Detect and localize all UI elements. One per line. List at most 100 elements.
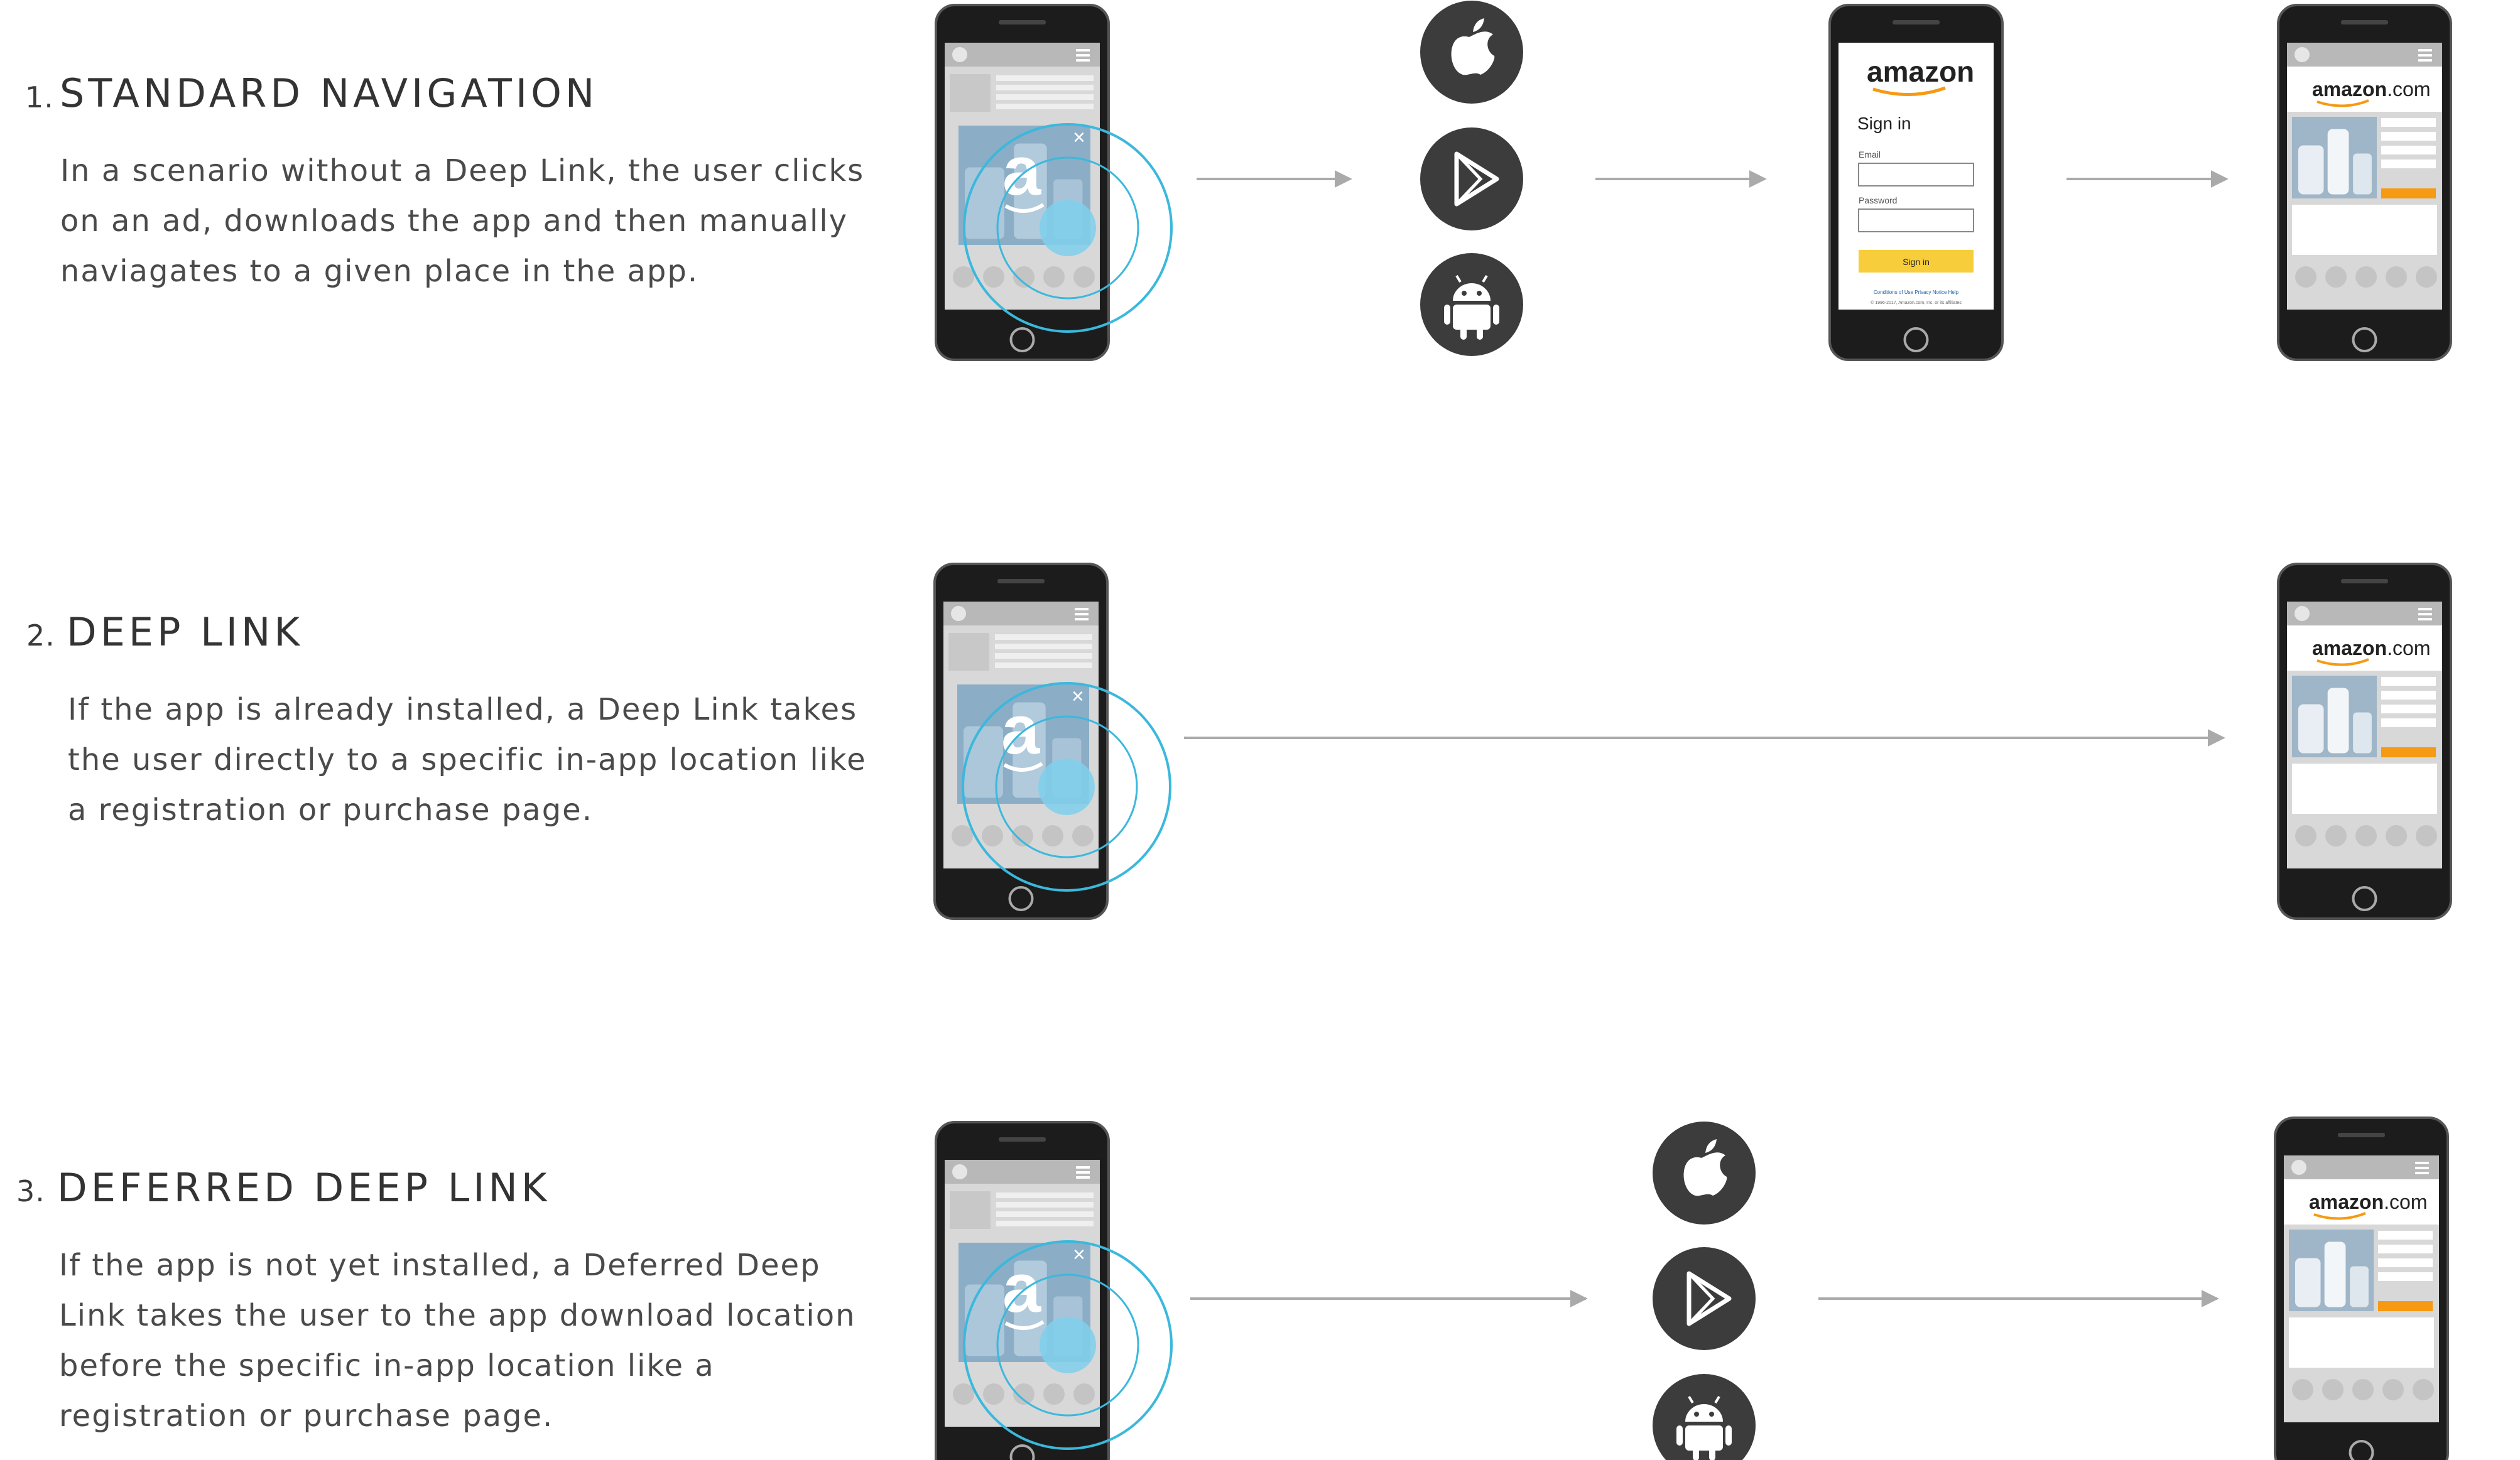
tap-ring-middle	[995, 715, 1138, 858]
nav-dot	[1013, 266, 1035, 288]
product-line	[2381, 705, 2436, 713]
product-line	[2381, 718, 2436, 727]
product-line	[2381, 118, 2436, 127]
phone-home-button	[2352, 886, 2377, 911]
product-bottle	[2327, 129, 2349, 195]
section-3-description: If the app is not yet installed, a Defer…	[59, 1248, 856, 1434]
text-line	[996, 75, 1094, 81]
nav-dot	[2416, 825, 2437, 846]
ad-phone: a×	[933, 563, 1171, 920]
nav-dot	[2413, 1379, 2434, 1400]
section-2-number: 2.	[26, 619, 55, 652]
menu-icon	[2415, 1167, 2429, 1169]
tap-ring-outer	[962, 682, 1171, 892]
nav-dot	[2355, 825, 2377, 846]
nav-dot	[2355, 266, 2377, 288]
section-1-title: STANDARD NAVIGATION	[60, 70, 599, 116]
logo-bar	[2287, 67, 2442, 112]
menu-icon	[2418, 49, 2432, 51]
menu-icon	[1076, 1166, 1090, 1169]
menu-icon	[1075, 618, 1089, 620]
menu-icon	[1075, 608, 1089, 610]
text-line	[996, 94, 1094, 100]
menu-icon	[2415, 1172, 2429, 1174]
buy-button	[2381, 747, 2436, 757]
menu-icon	[2418, 608, 2432, 610]
android-arm	[1444, 305, 1450, 325]
apple-shape	[1451, 31, 1495, 75]
section-3-number: 3.	[16, 1174, 45, 1208]
android-antenna	[1714, 1395, 1720, 1404]
tap-ring-outer	[963, 123, 1173, 333]
google-play-icon	[1653, 1247, 1756, 1350]
nav-dot	[2292, 1379, 2313, 1400]
android-leg	[1460, 327, 1467, 340]
product-line	[2378, 1258, 2433, 1267]
phone-home-button	[1009, 327, 1035, 352]
android-body	[1453, 305, 1491, 330]
amazon-a-logo: a	[1002, 132, 1041, 210]
nav-dot	[982, 825, 1003, 846]
detail-panel	[2292, 764, 2437, 814]
menu-icon	[2418, 613, 2432, 615]
email-label: Email	[1859, 149, 1881, 160]
android-arm	[1493, 305, 1499, 325]
product-line	[2381, 146, 2436, 154]
phone-speaker	[2338, 1133, 2385, 1137]
amazon-smile	[1004, 1320, 1045, 1330]
nav-dot	[983, 266, 1004, 288]
text-line	[995, 634, 1092, 640]
product-line	[2381, 691, 2436, 700]
play-inner	[1688, 1272, 1715, 1325]
apple-icon	[1420, 1, 1523, 104]
nav-dot	[2386, 266, 2407, 288]
product-line	[2378, 1245, 2433, 1253]
app-topbar	[945, 1160, 1100, 1184]
phone-speaker	[2341, 579, 2388, 583]
product-bottle	[2298, 145, 2324, 195]
android-leg	[1709, 1448, 1715, 1460]
buy-button	[2378, 1301, 2433, 1311]
google-play-icon-bg	[1420, 127, 1523, 230]
android-leg	[1477, 327, 1483, 340]
text-line	[996, 1202, 1094, 1208]
nav-dot	[2386, 825, 2407, 846]
app-phone: amazon.com	[2274, 1117, 2449, 1460]
menu-icon	[2418, 59, 2432, 62]
app-topbar	[945, 43, 1100, 67]
text-line	[996, 1211, 1094, 1217]
android-icon	[1653, 1374, 1756, 1460]
android-eye	[1477, 291, 1482, 296]
phone-speaker	[997, 579, 1045, 583]
product-line	[2378, 1272, 2433, 1281]
android-eye	[1462, 291, 1467, 296]
tap-point	[1040, 200, 1096, 256]
email-field	[1858, 163, 1974, 187]
text-line	[996, 1221, 1094, 1226]
ad-thumbnail	[950, 74, 991, 112]
nav-dot	[1073, 266, 1095, 288]
tap-point	[1040, 1317, 1096, 1373]
android-head	[1685, 1404, 1723, 1422]
amazon-smile	[2316, 99, 2369, 107]
ad-thumbnail	[950, 1191, 991, 1229]
nav-dot	[2295, 825, 2316, 846]
nav-dot	[953, 1383, 974, 1405]
topbar-avatar	[952, 47, 967, 62]
amazon-smile	[1872, 86, 1946, 97]
phone-home-button	[2349, 1440, 2374, 1460]
android-eye	[1709, 1412, 1714, 1417]
topbar-avatar	[2291, 1160, 2306, 1175]
google-play-icon-bg	[1653, 1247, 1756, 1350]
topbar-avatar	[2295, 47, 2310, 62]
text-line	[996, 104, 1094, 109]
android-arm	[1725, 1425, 1732, 1446]
text-line	[995, 653, 1092, 659]
android-icon	[1420, 253, 1523, 356]
amazon-smile	[2313, 1212, 2366, 1220]
app-topbar	[943, 602, 1099, 625]
tap-ring-middle	[996, 1273, 1139, 1417]
product-bottle	[2353, 153, 2372, 195]
detail-panel	[2289, 1317, 2434, 1368]
nav-dot	[1042, 825, 1063, 846]
